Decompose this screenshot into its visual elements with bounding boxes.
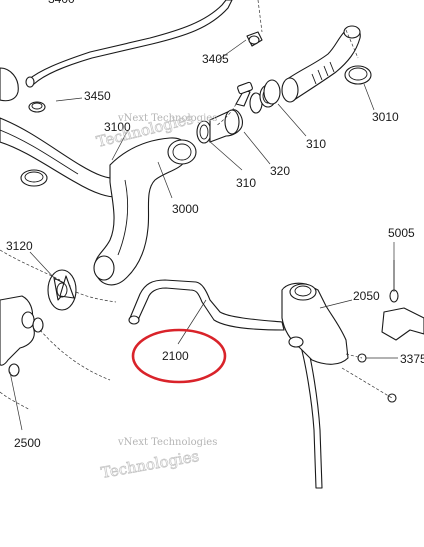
impeller-3120 <box>47 269 77 311</box>
callout-5005: 5005 <box>388 226 415 240</box>
bolt-3375 <box>341 353 397 403</box>
left-edge-part <box>0 67 19 102</box>
callout-2050: 2050 <box>353 289 380 303</box>
bracket-right <box>381 260 424 341</box>
callout-2100: 2100 <box>162 349 189 363</box>
highlight-2100[interactable]: 2100 <box>131 328 227 384</box>
clamp-310-lower <box>196 120 212 144</box>
watermark-bottom: vNext Technologies Technologies <box>99 437 217 482</box>
watermark-text-top: vNext Technologies <box>117 113 217 124</box>
housing-2050 <box>281 282 349 365</box>
callout-3405: 3405 <box>202 52 229 66</box>
callout-320: 320 <box>270 164 290 178</box>
callout-3000: 3000 <box>172 202 199 216</box>
hose-3000 <box>93 137 197 286</box>
callout-3010: 3010 <box>372 110 399 124</box>
callout-3450: 3450 <box>84 89 111 103</box>
callout-3100: 3100 <box>104 120 131 134</box>
callout-3120: 3120 <box>6 239 33 253</box>
callout-310-upper: 310 <box>306 137 326 151</box>
highlight-ellipse <box>131 328 227 384</box>
watermark-text-bottom: vNext Technologies <box>117 437 217 448</box>
callout-3400: 3400 <box>48 0 75 6</box>
housing-2500 <box>0 295 44 377</box>
leader-lines <box>9 39 398 431</box>
watermark-big-bottom: Technologies <box>100 447 201 482</box>
fitting-320 <box>209 81 253 143</box>
callout-2500: 2500 <box>14 436 41 450</box>
clip-3405 <box>246 31 263 47</box>
clamp-3450 <box>28 101 46 113</box>
clamp-left <box>20 169 48 187</box>
callout-310-lower: 310 <box>236 176 256 190</box>
hose-3400 <box>25 0 233 88</box>
callout-3375: 3375 <box>400 352 424 366</box>
hose-upper-right <box>263 25 372 105</box>
